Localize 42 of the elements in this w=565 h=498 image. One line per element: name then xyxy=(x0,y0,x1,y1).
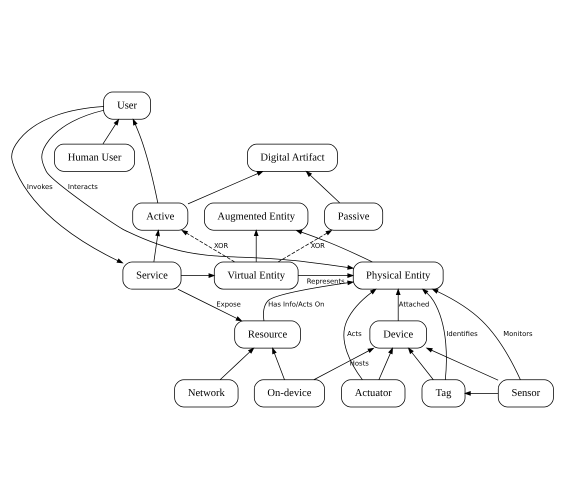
arrow xyxy=(426,347,499,380)
arrow xyxy=(431,288,521,380)
node-box: User xyxy=(103,91,151,120)
arrow xyxy=(295,229,373,262)
arrow xyxy=(278,229,332,262)
arrow xyxy=(305,170,340,203)
arrow xyxy=(41,109,354,270)
arrow xyxy=(220,346,255,380)
arrow xyxy=(344,288,377,380)
arrow xyxy=(102,118,120,144)
arrow xyxy=(408,346,434,380)
node-box: On-device xyxy=(254,378,325,407)
arrow xyxy=(181,229,236,262)
node-box: Device xyxy=(370,320,427,348)
arrow xyxy=(180,272,216,278)
node-box: Human User xyxy=(54,143,135,172)
node-box: Sensor xyxy=(498,378,554,407)
node-box: Tag xyxy=(422,378,466,407)
arrow xyxy=(11,106,124,263)
arrow xyxy=(254,228,259,262)
node-box: Augmented Entity xyxy=(204,202,308,230)
arrow xyxy=(153,228,160,262)
node-box: Network xyxy=(174,378,238,407)
arrow xyxy=(178,288,243,321)
node-box: Physical Entity xyxy=(352,261,444,290)
arrow xyxy=(188,170,264,204)
arrow xyxy=(464,390,498,396)
node-box: Active xyxy=(132,202,188,230)
arrow xyxy=(272,346,285,380)
arrow xyxy=(263,280,354,321)
node-box: Resource xyxy=(234,320,301,348)
arrow xyxy=(313,347,375,380)
arrow xyxy=(422,288,447,380)
node-box: Actuator xyxy=(341,378,406,407)
node-box: Virtual Entity xyxy=(214,261,298,290)
arrow xyxy=(396,288,401,321)
node-box: Passive xyxy=(324,202,384,230)
node-box: Service xyxy=(122,261,182,290)
arrow xyxy=(298,272,354,278)
node-box: Digital Artifact xyxy=(247,143,338,172)
arrow xyxy=(378,346,394,380)
arrow xyxy=(132,118,158,203)
